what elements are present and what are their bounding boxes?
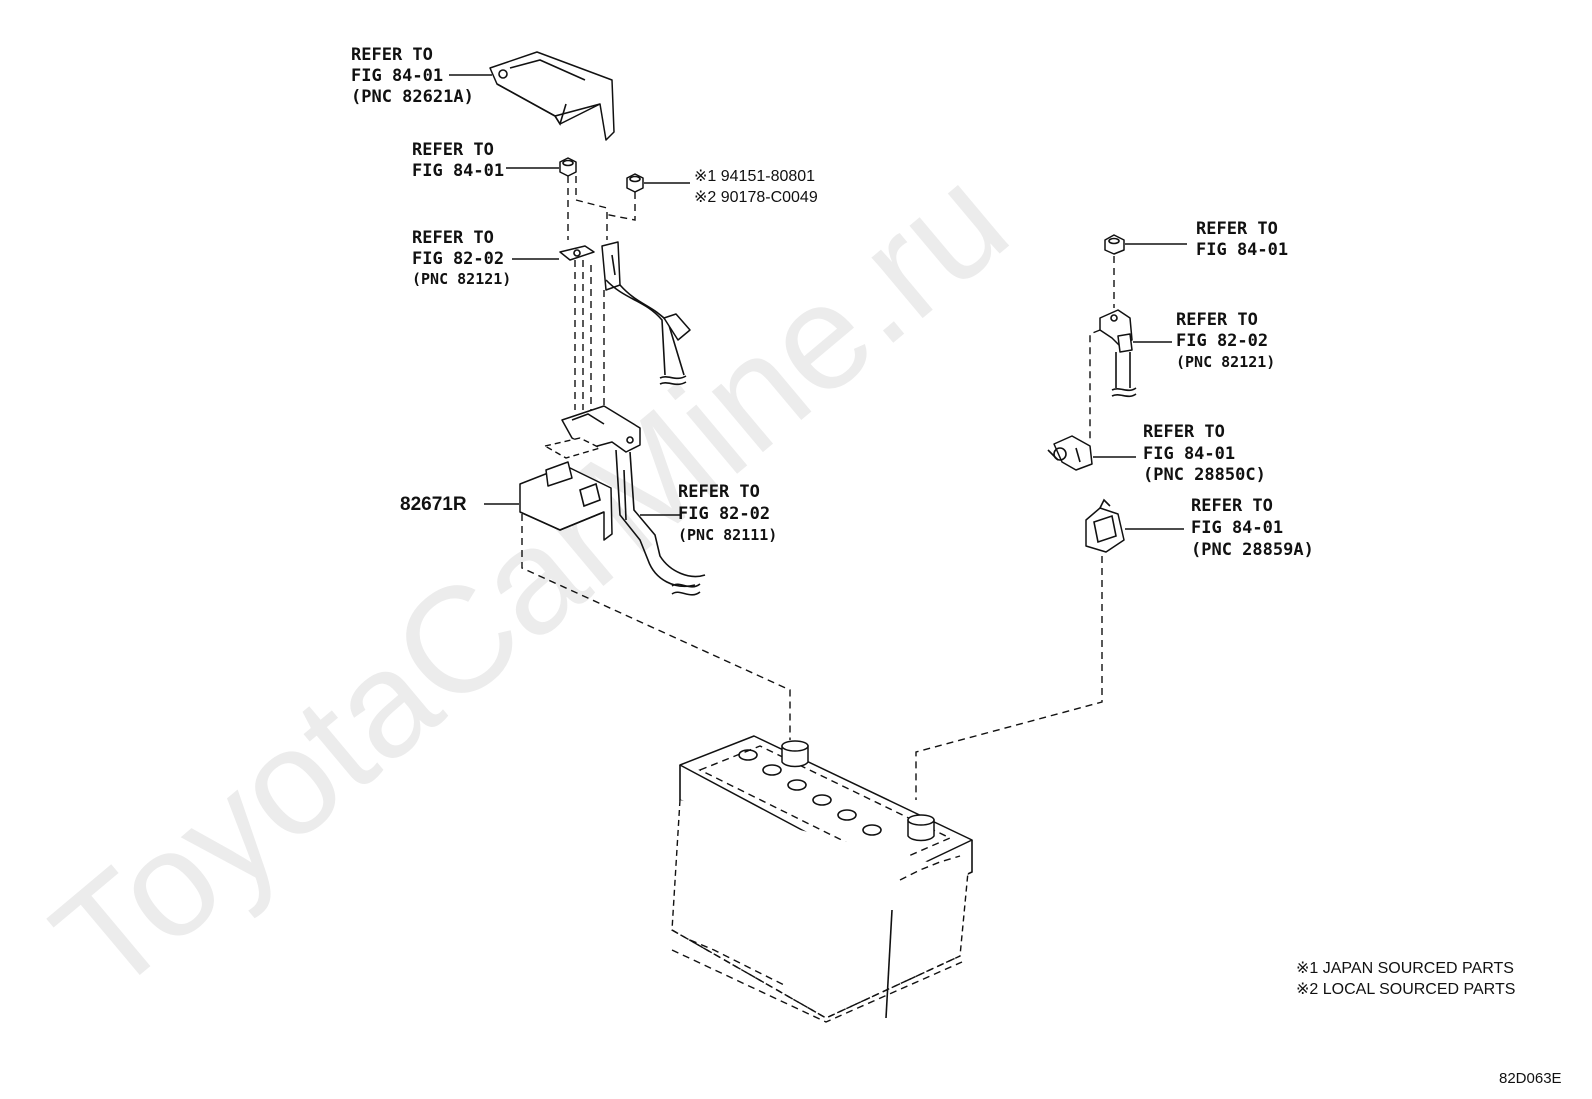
battery-sensor-part [1085,498,1125,553]
legend-japan-sourced: ※1 JAPAN SOURCED PARTS [1296,960,1514,977]
callout-line: REFER TO [412,140,494,160]
callout-line: FIG 84-01 [351,66,443,86]
callout-line: FIG 82-02 [412,249,504,269]
callout-line: (PNC 82621A) [351,87,474,107]
positive-cable-lug-part [559,241,691,386]
callout-cable-plus: REFER TO FIG 82-02 (PNC 82121) [412,228,511,288]
callout-line: FIG 84-01 [1191,518,1283,538]
callout-line: REFER TO [1143,422,1225,442]
legend-local-sourced: ※2 LOCAL SOURCED PARTS [1296,981,1515,998]
legend: ※1 JAPAN SOURCED PARTS ※2 LOCAL SOURCED … [1296,960,1515,998]
callout-line: REFER TO [412,228,494,248]
callout-line: (PNC 28850C) [1143,465,1266,485]
callout-line: (PNC 28859A) [1191,540,1314,560]
callout-nut-right: REFER TO FIG 84-01 [1196,219,1288,260]
callout-cover: REFER TO FIG 84-01 (PNC 82621A) [351,45,474,107]
negative-cable-lug-part [1099,309,1137,398]
callout-line: (PNC 82121) [412,270,511,288]
callout-line: REFER TO [351,45,433,65]
callout-line: REFER TO [678,482,760,502]
nut-center-part [626,173,644,193]
callout-line: FIG 84-01 [412,161,504,181]
bracket-82671R-part [519,437,613,541]
callout-line: FIG 82-02 [1176,331,1268,351]
callout-sensor: REFER TO FIG 84-01 (PNC 28859A) [1191,496,1314,560]
callout-line: FIG 82-02 [678,504,770,524]
figure-code: 82D063E [1499,1070,1562,1087]
callout-line: (PNC 82121) [1176,353,1275,371]
callout-line: FIG 84-01 [1143,444,1235,464]
part-number-japan: ※1 94151-80801 [694,168,815,185]
callout-terminal-minus: REFER TO FIG 84-01 (PNC 28850C) [1143,422,1266,485]
callout-nut-codes: ※1 94151-80801 ※2 90178-C0049 [694,168,818,206]
part-number-82671R: 82671R [400,494,467,515]
part-number-local: ※2 90178-C0049 [694,189,818,206]
callout-cable-main: REFER TO FIG 82-02 (PNC 82111) [678,482,777,544]
callout-nut-left: REFER TO FIG 84-01 [412,140,504,181]
callout-line: REFER TO [1191,496,1273,516]
nut-left-part [559,157,577,177]
battery-part [671,735,973,1023]
callout-line: (PNC 82111) [678,526,777,544]
battery-cover-part [489,51,615,141]
callout-line: FIG 84-01 [1196,240,1288,260]
negative-terminal-part [1047,435,1093,471]
nut-right-part [1104,234,1125,255]
callout-line: REFER TO [1176,310,1258,330]
callout-line: REFER TO [1196,219,1278,239]
callout-cable-minus: REFER TO FIG 82-02 (PNC 82121) [1176,310,1275,371]
